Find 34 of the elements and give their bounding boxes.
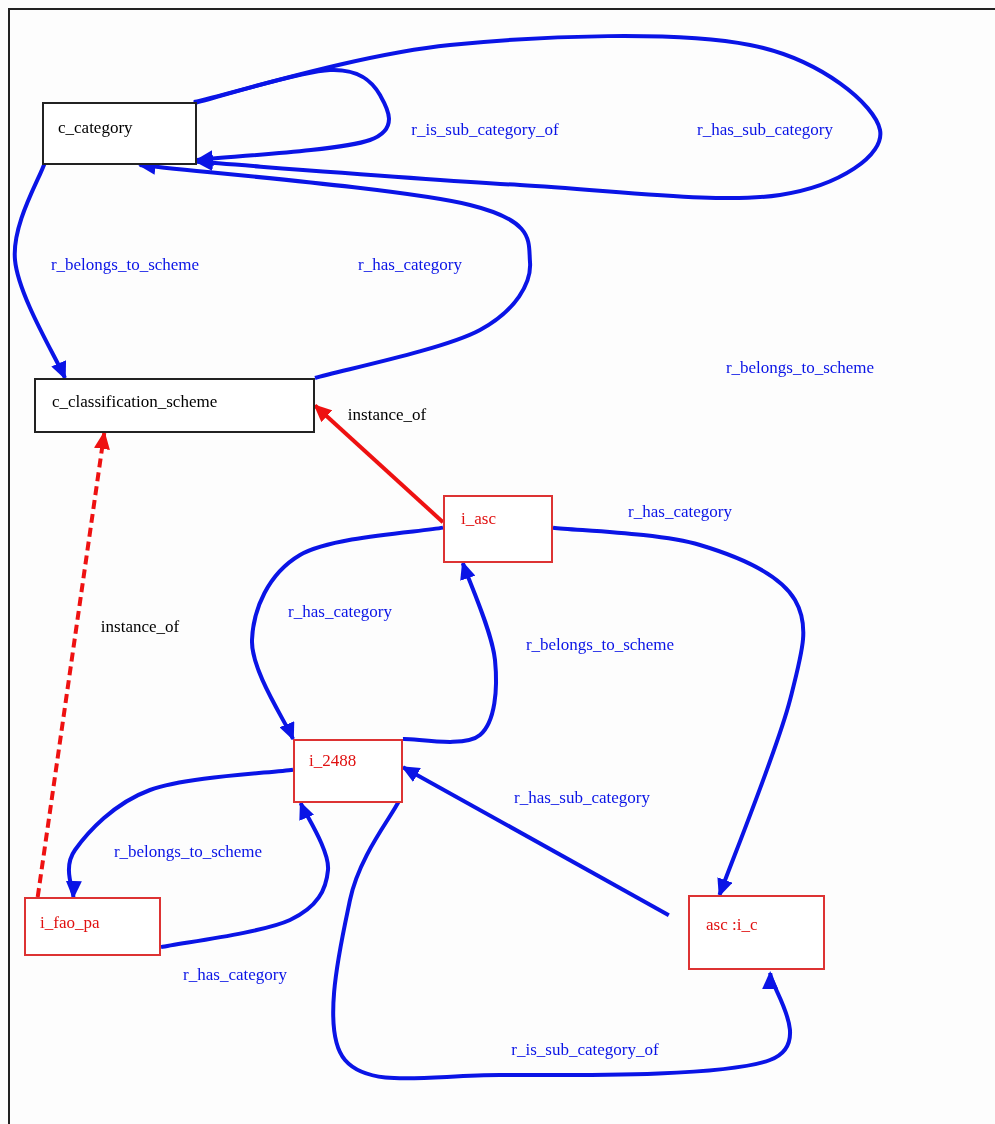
edge-label: r_belongs_to_scheme bbox=[112, 842, 264, 862]
node-label: i_asc bbox=[461, 509, 496, 528]
edge-label: r_has_category bbox=[287, 602, 393, 622]
class-box bbox=[42, 102, 197, 165]
edge-label: r_has_category bbox=[627, 502, 733, 522]
node-label: c_classification_scheme bbox=[52, 392, 218, 411]
edge-label: r_has_category bbox=[357, 255, 463, 275]
node-label: asc :i_c bbox=[706, 915, 758, 934]
node-label: i_2488 bbox=[309, 751, 357, 770]
node-label: c_category bbox=[58, 118, 133, 137]
arrow bbox=[64, 767, 294, 899]
arrow bbox=[35, 431, 110, 898]
class-box bbox=[24, 897, 161, 956]
edge-label: r_belongs_to_scheme bbox=[524, 635, 676, 655]
arrow bbox=[552, 525, 806, 897]
edge-label: r_has_sub_category bbox=[513, 788, 651, 808]
edge-label: r_has_category bbox=[182, 965, 288, 985]
relation-label: r_belongs_to_scheme bbox=[724, 358, 876, 378]
edge-label: instance_of bbox=[99, 617, 181, 637]
class-box bbox=[34, 378, 315, 433]
edge-label: r_belongs_to_scheme bbox=[49, 255, 201, 275]
arrow bbox=[160, 801, 330, 950]
class-box bbox=[443, 495, 553, 563]
arrow bbox=[193, 68, 391, 167]
edge-label: r_is_sub_category_of bbox=[510, 1040, 660, 1060]
edge-label: r_is_sub_category_of bbox=[410, 120, 560, 140]
edge-label: r_has_sub_category bbox=[696, 120, 834, 140]
arrow bbox=[193, 34, 882, 201]
class-box bbox=[688, 895, 825, 970]
edge-label: instance_of bbox=[346, 405, 428, 425]
arrow bbox=[403, 561, 498, 744]
node-label: i_fao_pa bbox=[40, 913, 100, 932]
arrow bbox=[250, 525, 444, 741]
class-box bbox=[293, 739, 403, 803]
